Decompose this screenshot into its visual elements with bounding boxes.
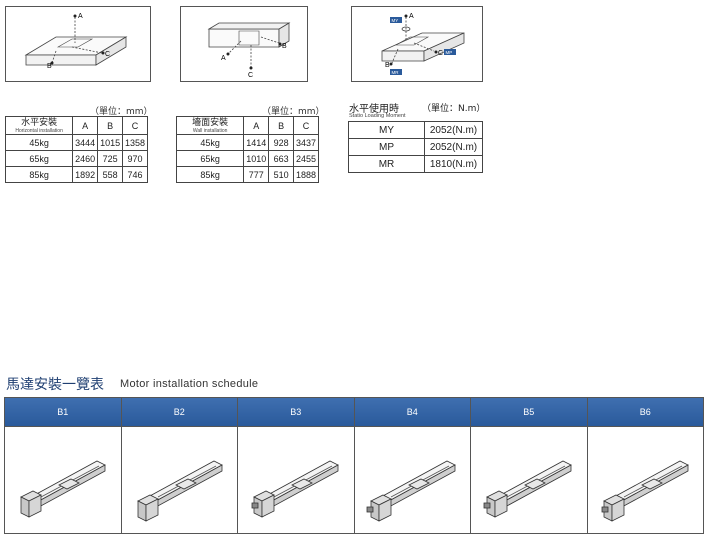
badge-mr: MR [392, 70, 400, 75]
moment-subtitle: Statio Loading Moment [349, 113, 406, 119]
table-row: MY 2052(N.m) [348, 121, 483, 139]
cell-c: 970 [122, 150, 148, 167]
label-c: C [248, 72, 253, 79]
cell-b: 928 [268, 134, 295, 151]
table-row: 65kg 2460 725 970 [4, 150, 148, 167]
table-row: MR 1810(N.m) [348, 155, 483, 173]
table-row: 85kg 1892 558 746 [4, 166, 148, 183]
table-row: 65kg 1010 663 2455 [175, 150, 319, 167]
motor-option-b1: B1 [5, 398, 122, 533]
row-load: 85kg [4, 166, 74, 183]
cell-b: 510 [268, 166, 295, 183]
label-b: B [385, 62, 390, 69]
horizontal-installation-table: 水平安裝 Horizontal installation A B C 45kg … [4, 116, 148, 183]
table-title-cell: 水平安裝 Horizontal installation [4, 116, 74, 135]
motor-schedule-strip: B1 B2 B3 B4 B5 B6 [4, 397, 704, 534]
wall-unit-note: （單位：mm） [262, 107, 325, 117]
moment-value: 2052(N.m) [424, 138, 483, 156]
table-row: 45kg 1414 928 3437 [175, 134, 319, 151]
cell-b: 558 [97, 166, 124, 183]
col-a: A [243, 116, 270, 135]
cell-a: 1892 [72, 166, 99, 183]
row-load: 45kg [4, 134, 74, 151]
label-c: C [438, 50, 443, 57]
motor-option-label: B3 [238, 398, 354, 427]
motor-option-b4: B4 [354, 398, 471, 533]
badge-mp: MP [446, 50, 453, 55]
label-a: A [221, 55, 226, 62]
badge-my: MY [392, 18, 399, 23]
motor-section-subtitle: Motor installation schedule [120, 378, 259, 390]
cell-a: 1010 [243, 150, 270, 167]
cell-c: 746 [122, 166, 148, 183]
cell-c: 2455 [293, 150, 319, 167]
moment-label: MP [348, 138, 425, 156]
cell-a: 3444 [72, 134, 99, 151]
wall-installation-table: 墻面安裝 Wall installation A B C 45kg 1414 9… [175, 116, 319, 183]
label-b: B [47, 63, 52, 70]
row-load: 45kg [175, 134, 245, 151]
actuator-image [122, 427, 238, 533]
col-b: B [268, 116, 295, 135]
cell-c: 1888 [293, 166, 319, 183]
motor-option-b3: B3 [238, 398, 355, 533]
label-a: A [78, 13, 83, 20]
motor-option-b5: B5 [471, 398, 588, 533]
cell-b: 1015 [97, 134, 124, 151]
table-title-cell: 墻面安裝 Wall installation [175, 116, 245, 135]
moment-label: MR [348, 155, 425, 173]
label-b: B [282, 43, 287, 50]
row-load: 65kg [4, 150, 74, 167]
motor-option-b2: B2 [121, 398, 238, 533]
label-a: A [409, 13, 414, 20]
label-c: C [105, 51, 110, 58]
motor-option-label: B5 [471, 398, 587, 427]
cell-c: 1358 [122, 134, 148, 151]
table-row: MP 2052(N.m) [348, 138, 483, 156]
motor-option-label: B6 [587, 398, 703, 427]
table-row: 85kg 777 510 1888 [175, 166, 319, 183]
motor-option-label: B4 [354, 398, 470, 427]
horizontal-installation-diagram: A C B [5, 6, 151, 82]
col-b: B [97, 116, 124, 135]
moment-title: 水平使用時 [349, 104, 399, 115]
wall-installation-diagram: A B C [180, 6, 308, 82]
loading-moment-table: MY 2052(N.m) MP 2052(N.m) MR 1810(N.m) [348, 121, 483, 173]
motor-section-title: 馬達安裝一覽表 [6, 377, 104, 393]
cell-b: 725 [97, 150, 124, 167]
motor-option-b6: B6 [587, 398, 704, 533]
loading-moment-diagram: MY MP MR A B C [351, 6, 483, 82]
motor-option-label: B1 [5, 398, 121, 427]
actuator-image [355, 427, 471, 533]
cell-a: 1414 [243, 134, 270, 151]
cell-a: 777 [243, 166, 270, 183]
cell-c: 3437 [293, 134, 319, 151]
row-load: 85kg [175, 166, 245, 183]
col-a: A [72, 116, 99, 135]
table-row: 45kg 3444 1015 1358 [4, 134, 148, 151]
actuator-image [588, 427, 704, 533]
moment-value: 1810(N.m) [424, 155, 483, 173]
actuator-image [238, 427, 354, 533]
col-c: C [122, 116, 148, 135]
actuator-image [471, 427, 587, 533]
cell-a: 2460 [72, 150, 99, 167]
cell-b: 663 [268, 150, 295, 167]
actuator-image [5, 427, 121, 533]
moment-label: MY [348, 121, 425, 139]
col-c: C [293, 116, 319, 135]
horizontal-unit-note: （單位：mm） [90, 107, 153, 117]
moment-value: 2052(N.m) [424, 121, 483, 139]
row-load: 65kg [175, 150, 245, 167]
motor-option-label: B2 [121, 398, 237, 427]
moment-unit-note: （單位：N.m） [422, 104, 486, 114]
